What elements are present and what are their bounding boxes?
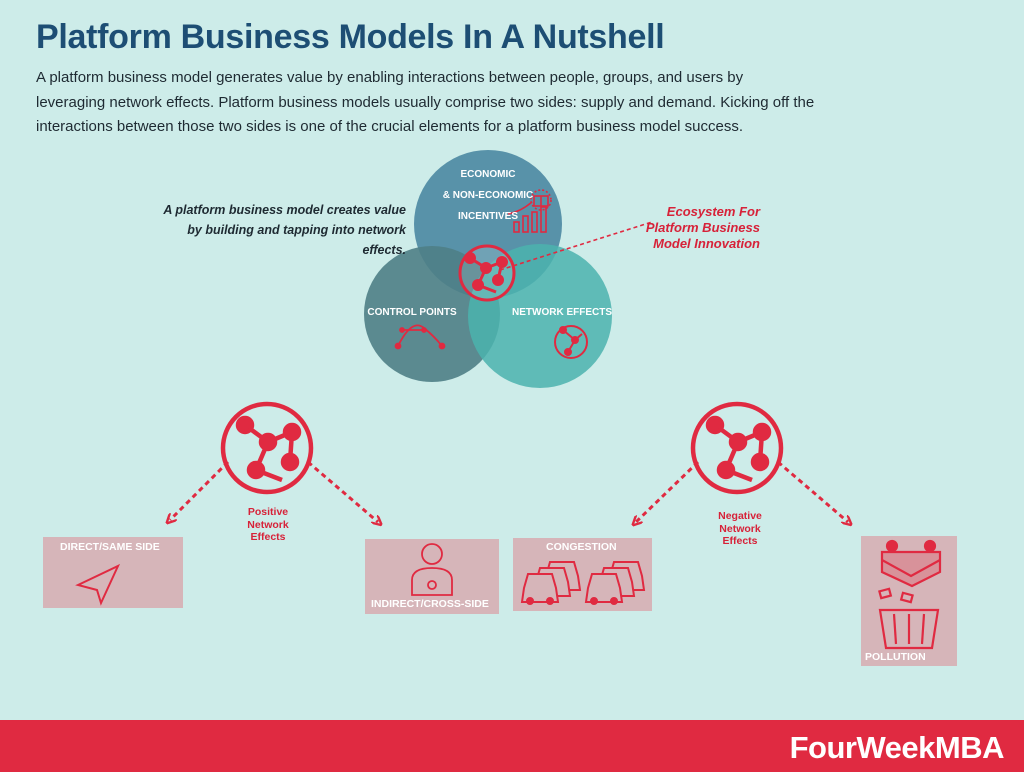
negative-effects-label: Negative Network Effects [690,510,790,548]
positive-network-globe-icon [220,401,314,495]
network-effects-quote: A platform business model creates value … [163,203,406,257]
ecosystem-label: Ecosystem For Platform Business Model In… [612,204,760,252]
positive-label-line-2: Network [247,518,289,531]
network-effects-label: NETWORK EFFECTS [512,307,612,318]
negative-label-line-1: Negative [718,510,762,522]
traffic-cars-icon [520,561,646,605]
direct-same-side-label: DIRECT/SAME SIDE [60,541,160,553]
pollution-label: POLLUTION [865,651,926,663]
box-indirect-cross-side [365,539,499,614]
incentives-label-line-3: INCENTIVES [457,211,518,222]
arrow-to-direct [170,460,230,520]
arrow-to-pollution [777,460,848,522]
box-direct-same-side [43,537,183,608]
ecosystem-connector [499,221,653,271]
intro-paragraph: A platform business model generates valu… [36,69,815,135]
positive-label-line-3: Effects [250,531,286,543]
bezier-curve-icon [394,324,446,350]
footer-bar: FourWeekMBA [0,720,1024,772]
chart-gift-icon [507,189,552,233]
incentives-label: ECONOMIC & NON-ECONOMIC INCENTIVES [428,164,548,227]
ecosystem-globe-icon [458,244,516,302]
network-globe-small-icon [554,325,588,359]
negative-network-globe-icon [690,401,784,495]
arrow-to-congestion [636,460,700,522]
spam-trash-icon [878,539,942,650]
ecosystem-label-line-2: Platform Business [645,220,760,235]
positive-effects-label: Positive Network Effects [218,506,318,544]
negative-label-line-3: Effects [722,535,758,547]
control-points-label: CONTROL POINTS [367,307,457,318]
effect-arrows [170,460,848,522]
indirect-cross-side-label: INDIRECT/CROSS-SIDE [371,598,489,610]
congestion-label: CONGESTION [546,541,617,553]
ecosystem-label-line-1: Ecosystem For [666,204,760,219]
person-icon [411,543,453,596]
positive-label-line-1: Positive [247,506,289,518]
cursor-arrow-icon [75,563,121,606]
incentives-label-line-2: & NON-ECONOMIC [442,190,534,201]
page-title: Platform Business Models In A Nutshell [36,18,665,56]
brand-logo[interactable]: FourWeekMBA [789,730,1005,765]
ecosystem-label-line-3: Model Innovation [653,236,760,251]
diagram-canvas [43,150,957,666]
negative-label-line-2: Network [719,522,761,535]
arrow-to-indirect [307,460,378,522]
incentives-label-line-1: ECONOMIC [460,169,516,180]
